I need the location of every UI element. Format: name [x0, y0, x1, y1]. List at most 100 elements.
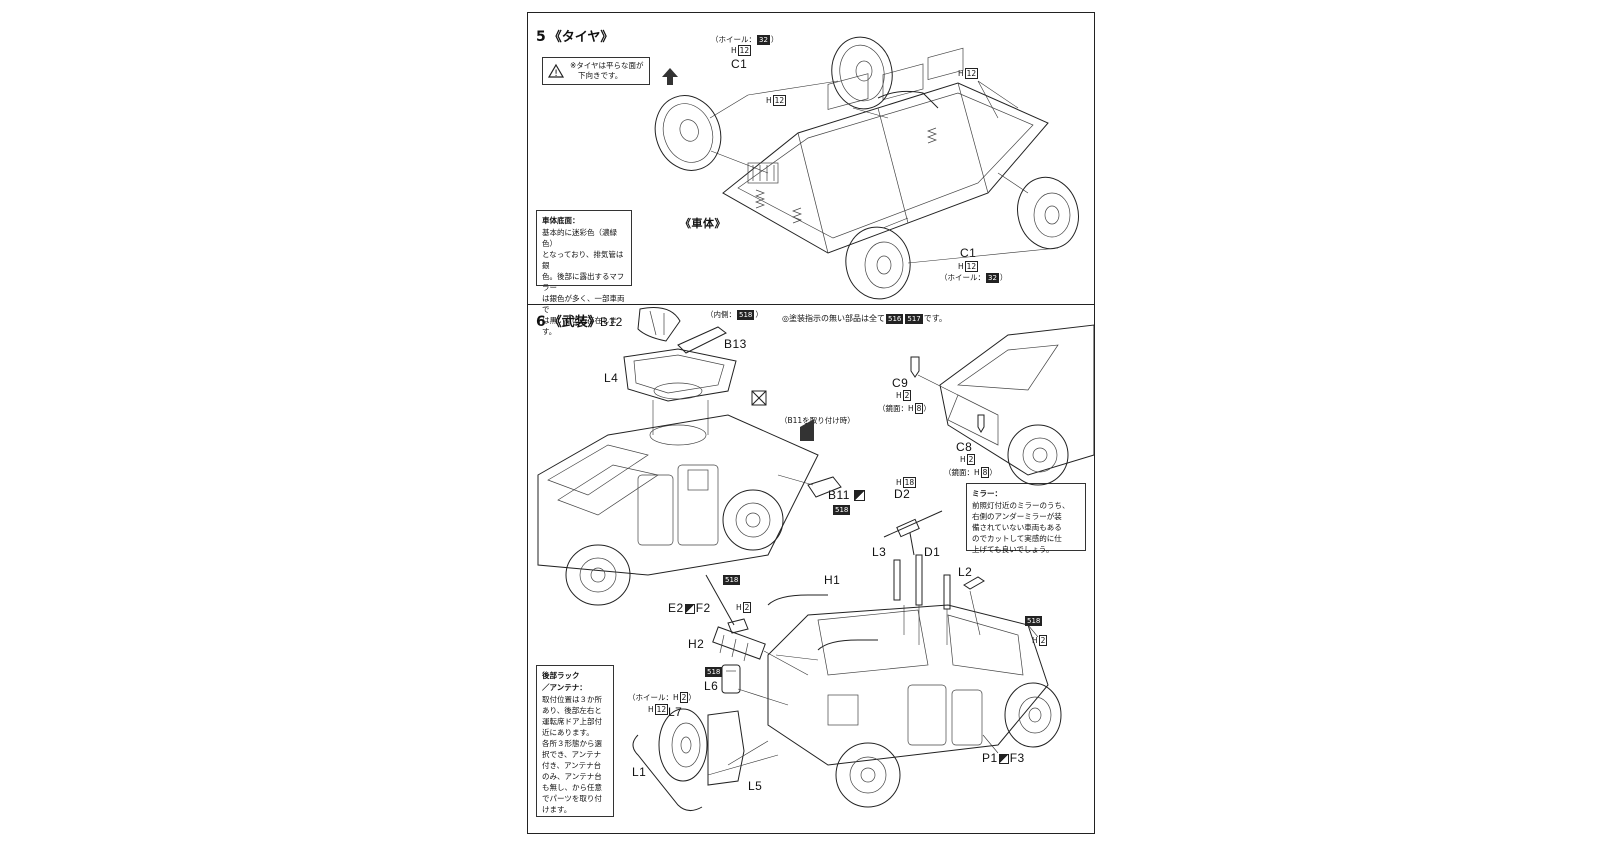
- part-h1: H1: [824, 573, 841, 587]
- code-518-l6: 518: [705, 667, 723, 677]
- part-l7: L7: [668, 705, 683, 719]
- step5-title: 5《タイヤ》: [536, 26, 613, 45]
- step6-number: 6: [536, 314, 546, 330]
- body-label: 《車体》: [680, 218, 726, 230]
- step6-title: 6《武装》: [536, 311, 601, 330]
- decal-icon: [998, 753, 1009, 764]
- rack-note-line: 付き、アンテナ台: [542, 761, 602, 770]
- rack-note-line: 近にあります。: [542, 728, 594, 737]
- wheel-c1-top-left: [654, 95, 722, 171]
- part-l2: L2: [958, 565, 973, 579]
- rack-h2: [712, 626, 766, 662]
- rack-note-line: 取付位置は３か所: [542, 695, 602, 704]
- part-c9: C9: [892, 376, 909, 390]
- part-l3: L3: [872, 545, 887, 559]
- rack-note-line: けます。: [542, 805, 572, 814]
- underbody-note-title: 車体底面：: [542, 216, 580, 225]
- mirror-note: ミラー： 前照灯付近のミラーのうち、 右側のアンダーミラーが装 備されていない車…: [966, 483, 1086, 554]
- underbody-note-line: は銀色が多く、一部車両で: [542, 294, 625, 314]
- part-c1-top: C1: [731, 57, 748, 71]
- code-518-right: 518: [1025, 616, 1043, 626]
- rack-note-line: あり、後部左右と: [542, 706, 602, 715]
- rack-note-line: 運転席ドア上部付: [542, 717, 602, 726]
- rack-note-line: 各所３形態から選: [542, 739, 602, 748]
- code-518-e2: 518: [723, 575, 741, 585]
- mirror-note-line: 右側のアンダーミラーが装: [972, 512, 1062, 521]
- step-divider: [528, 304, 1094, 305]
- rack-note-line: 択でき、アンテナ: [542, 750, 602, 759]
- wheel-rear-left: [722, 489, 784, 551]
- part-d1: D1: [924, 545, 941, 559]
- step6-name: 《武装》: [548, 315, 601, 330]
- mirror-note-line: 備されていない車両もある: [972, 523, 1062, 532]
- underbody-note: 車体底面： 基本的に迷彩色（濃緑色） となっており、排気管は銀 色。後部に露出す…: [536, 210, 632, 336]
- decal-icon: [853, 490, 865, 502]
- wheel-bottom-hoil: （ホイール：32）: [940, 273, 1008, 283]
- rack-note-line: も無し、から任意: [542, 783, 602, 792]
- warning-line-2: 下向きです。: [578, 71, 623, 80]
- rack-note-line: でパーツを取り付: [542, 794, 602, 803]
- inner-color-note: （内側：518）: [706, 310, 763, 320]
- b11-install-note: （B11を取り付け時）: [780, 416, 855, 425]
- wheel-front-left: [565, 544, 631, 606]
- spare-wheel-l7: [658, 708, 708, 782]
- warning-line-1: ※タイヤは平らな面が: [570, 61, 644, 70]
- wheel-front-right-top: [1007, 424, 1069, 486]
- part-l6: L6: [704, 679, 719, 693]
- mirror-note-line: 前照灯付近のミラーのうち、: [972, 501, 1070, 510]
- tire-warning: ! ※タイヤは平らな面が 下向きです。: [542, 57, 650, 85]
- wheel-c1-top: [831, 36, 893, 110]
- step5-name: 《タイヤ》: [548, 30, 614, 45]
- rack-note-title: 後部ラック: [542, 671, 580, 680]
- part-d2: D2: [894, 487, 911, 501]
- wheel-main-rear: [835, 742, 901, 808]
- wheel-right: [1017, 176, 1079, 250]
- wheel-c1-bottom: [845, 226, 911, 300]
- machine-gun-d2: [883, 510, 943, 556]
- up-arrow-icon: [662, 68, 678, 85]
- b11-color: 518: [833, 505, 851, 515]
- part-b12: B12: [600, 315, 623, 329]
- wheel-main-front: [1004, 682, 1062, 748]
- mirror-note-title: ミラー：: [972, 489, 1002, 498]
- svg-text:!: !: [554, 69, 558, 79]
- warning-icon: !: [547, 63, 565, 79]
- part-b11: B11: [828, 488, 865, 502]
- part-l1: L1: [632, 765, 647, 779]
- part-l4: L4: [604, 371, 619, 385]
- step6-vehicle-drawing: [537, 307, 1095, 811]
- part-c8: C8: [956, 440, 973, 454]
- mirror-c8: [977, 414, 985, 433]
- underbody-note-line: となっており、排気管は銀: [542, 250, 624, 270]
- part-h2: H2: [688, 637, 705, 651]
- part-b13: B13: [724, 337, 747, 351]
- underbody-note-line: は黒いものも存在します。: [542, 316, 617, 336]
- wheel-top-hoil: （ホイール：32）: [711, 35, 779, 45]
- rack-note-line: のみ、アンテナ台: [542, 772, 602, 781]
- mirror-note-line: のでカットして実感的に仕: [972, 534, 1062, 543]
- step5-number: 5: [536, 29, 546, 45]
- decal-icon: [684, 603, 695, 614]
- underbody-note-line: 色。後部に露出するマフラー: [542, 272, 625, 292]
- step5-chassis-drawing: [654, 36, 1079, 300]
- mirror-c9: [910, 356, 959, 396]
- underbody-note-line: 基本的に迷彩色（濃緑色）: [542, 228, 617, 248]
- mirror-note-line: 上げても良いでしょう。: [972, 545, 1054, 554]
